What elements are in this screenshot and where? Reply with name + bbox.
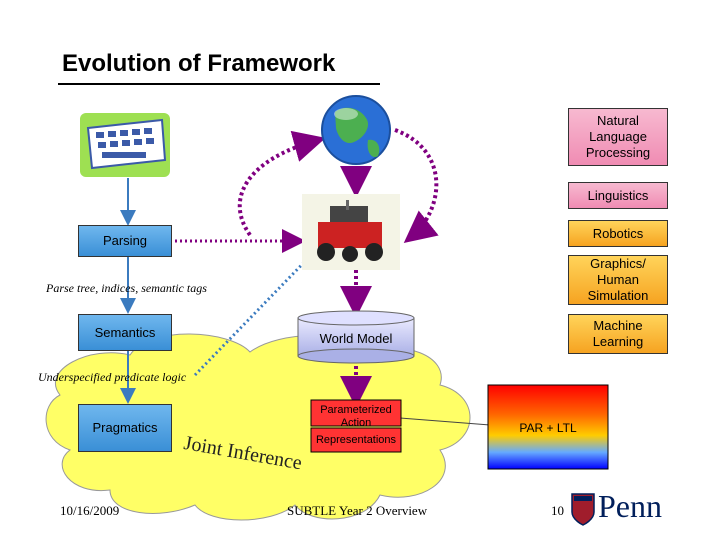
footer-title: SUBTLE Year 2 Overview xyxy=(287,503,428,518)
robotics-box: Robotics xyxy=(568,220,668,247)
semantics-box: Semantics xyxy=(78,314,172,351)
graphics-box: Graphics/ Human Simulation xyxy=(568,255,668,305)
penn-logo-text: Penn xyxy=(598,488,662,524)
underspecified-annotation: Underspecified predicate logic xyxy=(38,370,187,384)
world-model-cylinder xyxy=(297,310,415,364)
linguistics-box: Linguistics xyxy=(568,182,668,209)
par-ltl-label: PAR + LTL xyxy=(519,421,577,435)
parsing-box: Parsing xyxy=(78,225,172,257)
arc-arrow-right xyxy=(394,128,439,244)
machine-learning-box: Machine Learning xyxy=(568,314,668,354)
robot-icon xyxy=(302,194,400,270)
par-connector xyxy=(399,417,491,426)
pragmatics-box: Pragmatics xyxy=(78,404,172,452)
keyboard-icon xyxy=(80,113,170,177)
slide-title: Evolution of Framework xyxy=(62,50,336,77)
arc-arrow-left xyxy=(237,130,326,237)
nlp-box: Natural Language Processing xyxy=(568,108,668,166)
page-number: 10 xyxy=(551,503,564,518)
title-underline xyxy=(58,83,380,85)
par-action-label: Parameterized Action xyxy=(320,404,392,429)
par-action-bottom xyxy=(310,427,402,453)
parse-tree-annotation: Parse tree, indices, semantic tags xyxy=(46,281,207,295)
footer-date: 10/16/2009 xyxy=(60,503,120,518)
par-action-top xyxy=(310,399,402,427)
world-model-label: World Model xyxy=(319,331,393,346)
globe-icon xyxy=(321,95,391,165)
par-ltl-box xyxy=(487,384,609,470)
penn-shield-icon xyxy=(571,493,595,526)
par-representations-label: Representations xyxy=(315,434,397,446)
